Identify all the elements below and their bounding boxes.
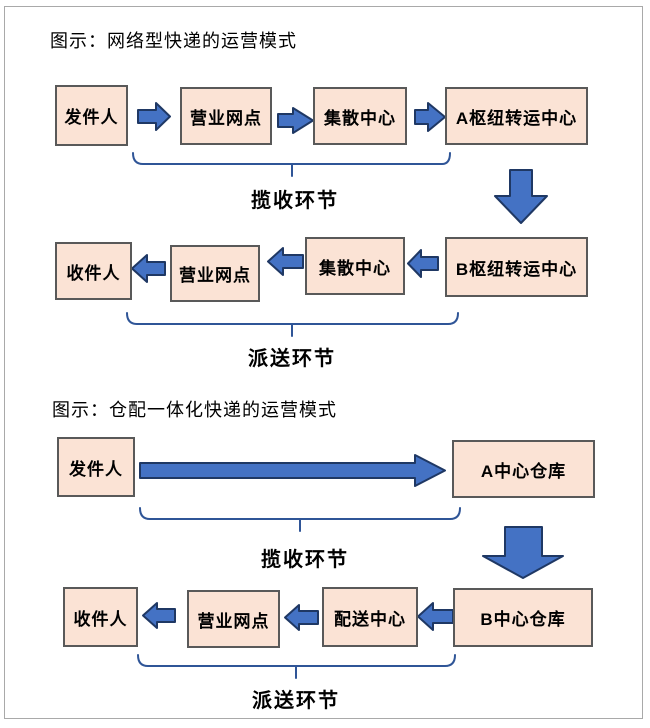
node-warehouse-a: A中心仓库 <box>452 440 595 498</box>
arrow-right-icon <box>277 107 314 134</box>
arrow-left-icon <box>417 602 454 631</box>
arrow-right-icon <box>414 102 446 132</box>
node-distribution-center: 集散中心 <box>313 87 407 145</box>
collect-stage-label: 揽收环节 <box>261 549 349 571</box>
deliver-brace <box>126 312 459 337</box>
node-business-outlet: 营业网点 <box>187 590 280 648</box>
node-distribution-center: 集散中心 <box>305 237 405 295</box>
node-warehouse-b: B中心仓库 <box>453 588 593 647</box>
arrow-left-icon <box>284 604 319 631</box>
collect-brace <box>132 152 451 177</box>
deliver-stage-label: 派送环节 <box>248 348 336 370</box>
collect-brace <box>139 507 461 532</box>
node-hub-a: A枢纽转运中心 <box>445 87 588 145</box>
node-hub-b: B枢纽转运中心 <box>445 237 588 297</box>
arrow-left-icon <box>142 602 176 629</box>
node-recipient: 收件人 <box>63 587 138 647</box>
diagram1-title: 图示：网络型快递的运营模式 <box>50 31 297 51</box>
diagram2-title: 图示：仓配一体化快递的运营模式 <box>52 400 337 420</box>
arrow-left-icon <box>267 247 304 276</box>
deliver-stage-label: 派送环节 <box>252 690 340 712</box>
arrow-left-icon <box>407 249 439 278</box>
node-sender: 发件人 <box>55 85 128 146</box>
arrow-down-icon <box>494 169 548 224</box>
node-sender: 发件人 <box>57 437 135 497</box>
node-business-outlet: 营业网点 <box>180 87 272 145</box>
arrow-down-icon <box>482 526 564 579</box>
deliver-brace <box>137 654 456 679</box>
arrow-left-icon <box>131 254 166 283</box>
node-delivery-center: 配送中心 <box>322 587 418 647</box>
arrow-right-icon <box>139 454 446 487</box>
collect-stage-label: 揽收环节 <box>251 190 339 212</box>
node-business-outlet: 营业网点 <box>170 245 260 302</box>
node-recipient: 收件人 <box>55 242 132 300</box>
arrow-right-icon <box>137 102 171 131</box>
